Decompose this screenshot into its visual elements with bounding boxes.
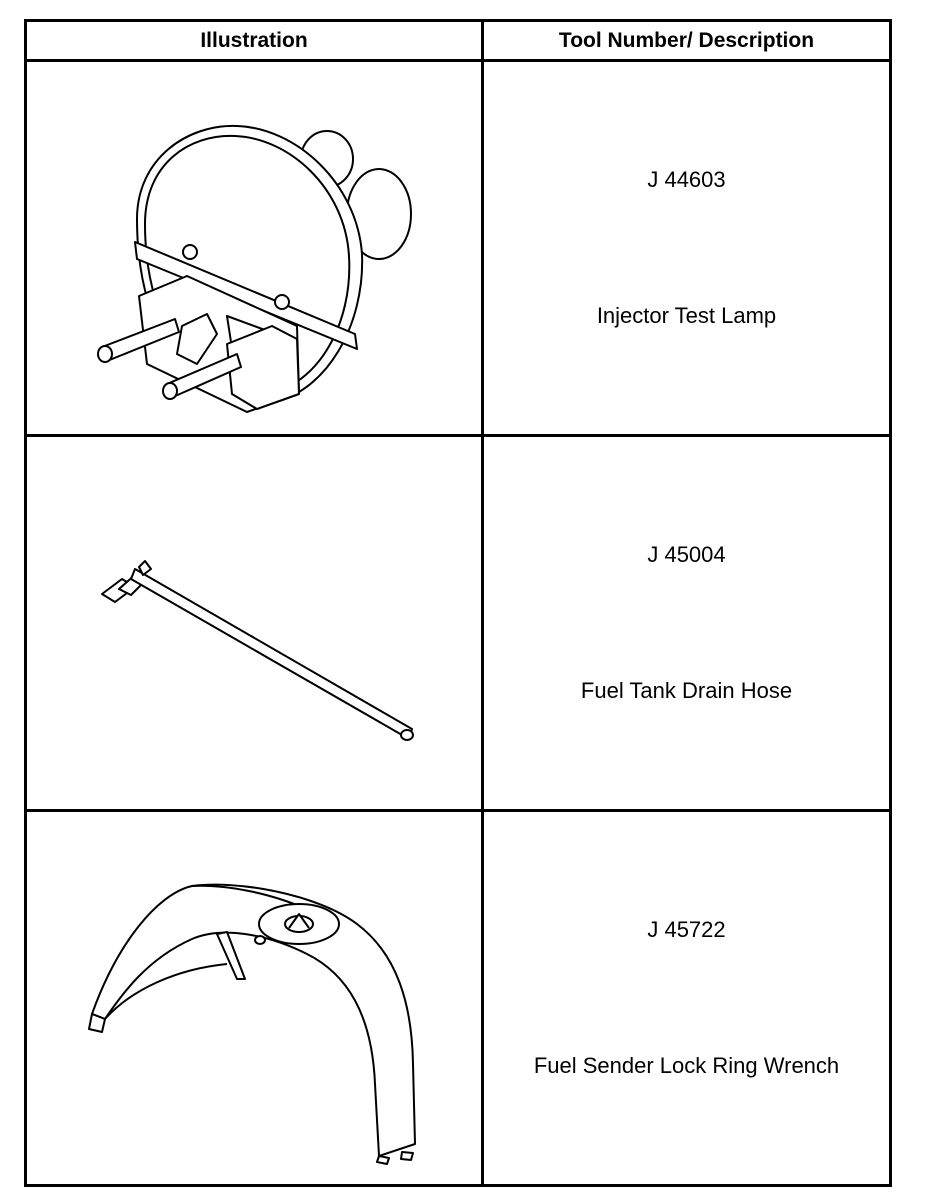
table-row: J 45722 Fuel Sender Lock Ring Wrench: [24, 809, 892, 1187]
description-cell: J 45722 Fuel Sender Lock Ring Wrench: [481, 809, 892, 1187]
tool-table: Illustration Tool Number/ Description: [24, 19, 892, 1187]
tool-number: J 45004: [647, 542, 726, 567]
header-illustration: Illustration: [24, 19, 484, 62]
illustration-cell: [24, 434, 484, 812]
header-row: Illustration Tool Number/ Description: [24, 19, 892, 62]
illustration-cell: [24, 59, 484, 437]
tool-number: J 45722: [647, 917, 726, 942]
fuel-tank-drain-hose-illustration: [101, 559, 414, 741]
description-cell: J 45004 Fuel Tank Drain Hose: [481, 434, 892, 812]
tool-description: Fuel Tank Drain Hose: [580, 678, 793, 703]
tool-description: Injector Test Lamp: [596, 303, 777, 328]
injector-test-lamp-illustration: [97, 124, 412, 413]
table-row: J 44603 Injector Test Lamp: [24, 59, 892, 437]
illustration-cell: [24, 809, 484, 1187]
table-row: J 45004 Fuel Tank Drain Hose: [24, 434, 892, 812]
description-cell: J 44603 Injector Test Lamp: [481, 59, 892, 437]
tool-number: J 44603: [647, 167, 726, 192]
fuel-sender-lock-ring-wrench-illustration: [88, 883, 416, 1165]
tool-description: Fuel Sender Lock Ring Wrench: [533, 1053, 840, 1078]
header-tool-description: Tool Number/ Description: [481, 19, 892, 62]
